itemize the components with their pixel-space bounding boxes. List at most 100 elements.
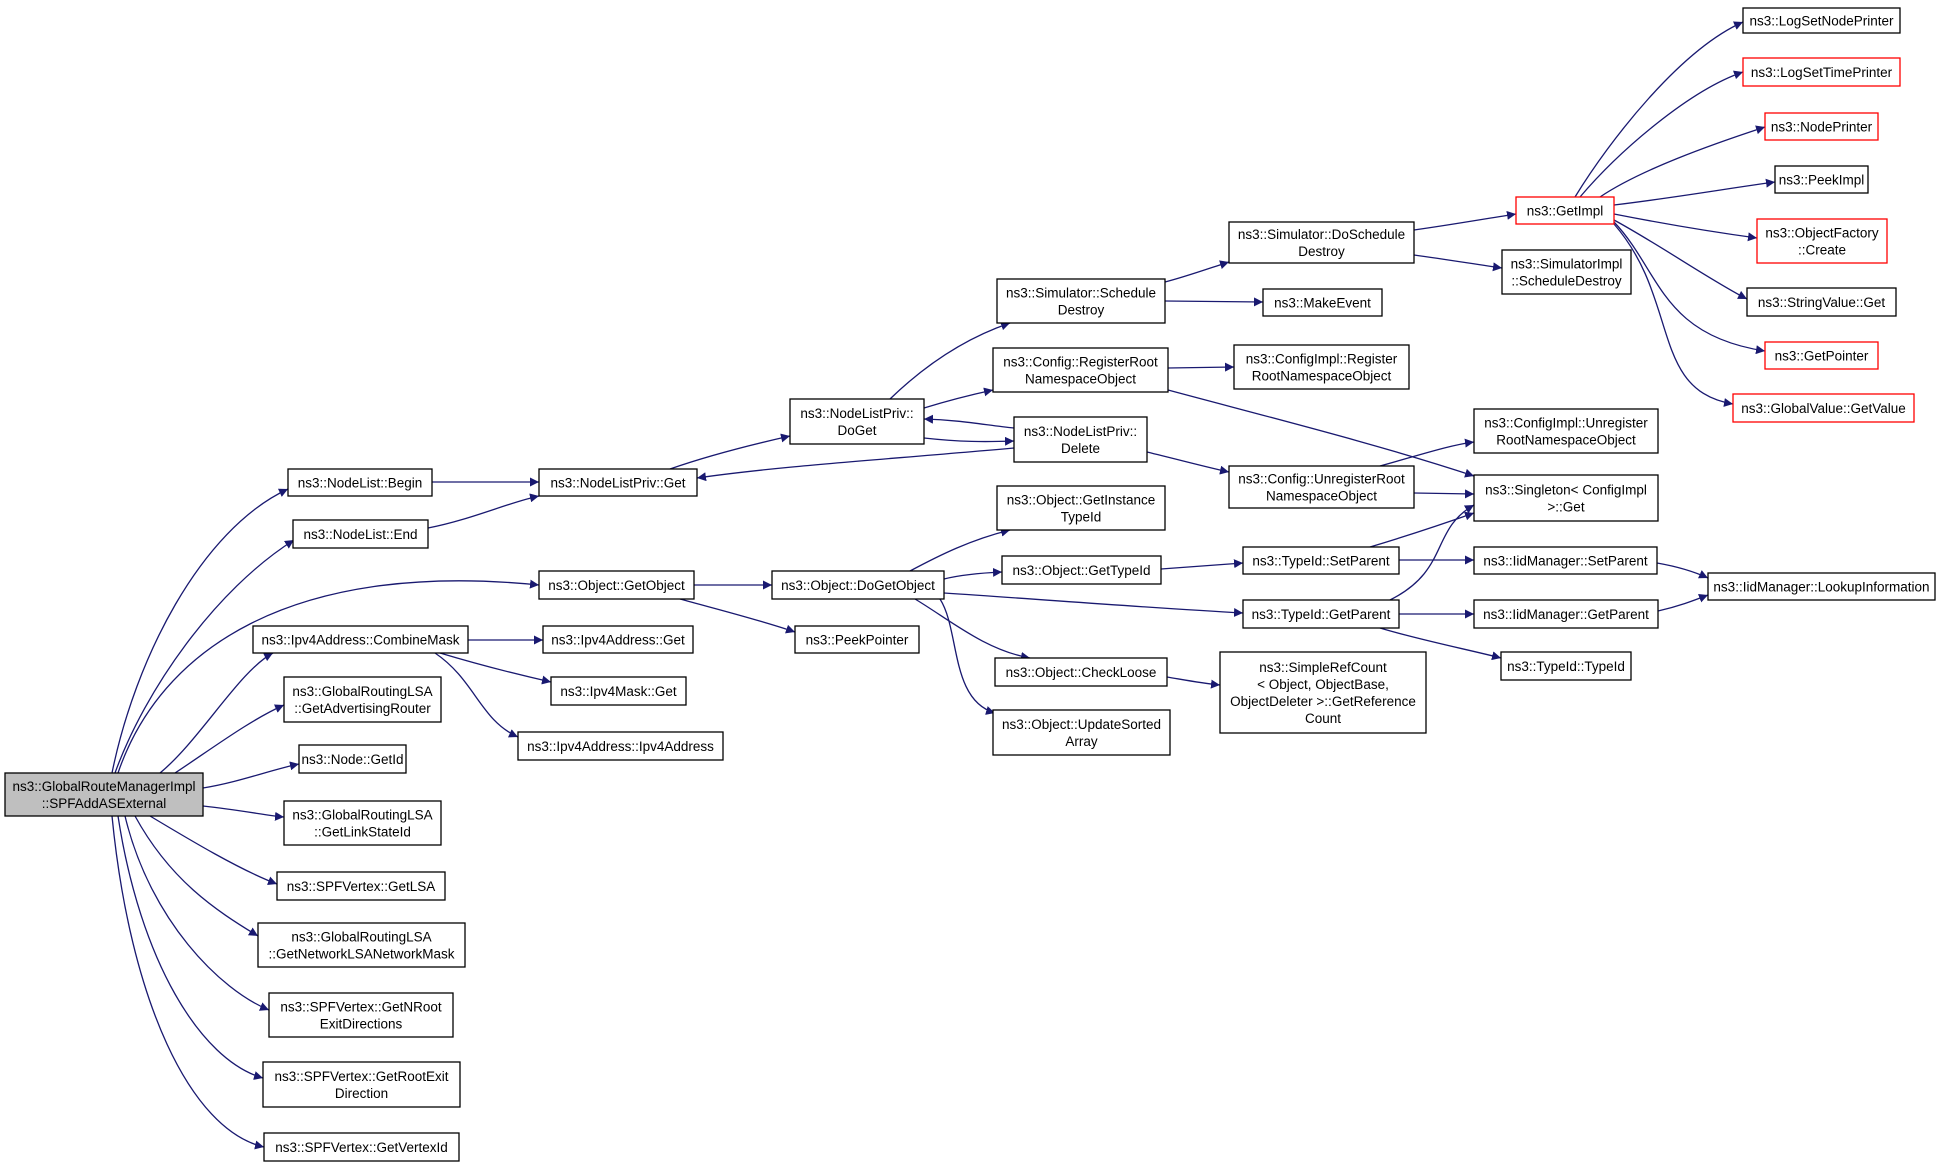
node-ipv4_combinemask[interactable]: ns3::Ipv4Address::CombineMask [252, 625, 469, 654]
node-label-line: ns3::IidManager::LookupInformation [1713, 580, 1929, 595]
node-nlp_get[interactable]: ns3::NodeListPriv::Get [538, 468, 698, 497]
node-label-line: ns3::Ipv4Address::Get [551, 633, 685, 648]
node-grlsa_netmask[interactable]: ns3::GlobalRoutingLSA::GetNetworkLSANetw… [257, 922, 466, 968]
node-typeid_setparent[interactable]: ns3::TypeId::SetParent [1242, 546, 1400, 575]
edge-root-to-grlsa_netmask [134, 815, 259, 937]
node-label-line: ns3::ObjectFactory [1765, 226, 1879, 241]
node-singleton_get[interactable]: ns3::Singleton< ConfigImpl >::Get [1473, 474, 1659, 522]
edge-cfg_register_root-to-cfgimpl_register [1167, 362, 1235, 372]
node-label-line: ns3::TypeId::TypeId [1507, 659, 1625, 674]
node-box [276, 871, 446, 901]
node-nodeprinter[interactable]: ns3::NodePrinter [1764, 112, 1879, 141]
node-box [1756, 218, 1888, 264]
edge-obj_dogetobject-to-obj_getinstance [909, 527, 1011, 572]
node-nlp_doget[interactable]: ns3::NodeListPriv::DoGet [789, 398, 925, 445]
node-label-line: ns3::StringValue::Get [1758, 295, 1886, 310]
node-label-line: ObjectDeleter >::GetReference [1230, 694, 1416, 709]
node-box [263, 1132, 460, 1162]
node-node_getid[interactable]: ns3::Node::GetId [298, 744, 407, 774]
node-typeid_getparent[interactable]: ns3::TypeId::GetParent [1242, 599, 1400, 629]
node-label-line: ExitDirections [320, 1017, 403, 1032]
edge-obj_checkloose-to-simplerefcount [1166, 676, 1221, 689]
node-makeevent[interactable]: ns3::MakeEvent [1262, 288, 1383, 317]
node-box [257, 922, 466, 968]
node-logsettimeprinter[interactable]: ns3::LogSetTimePrinter [1742, 57, 1901, 87]
node-ipv4mask_get[interactable]: ns3::Ipv4Mask::Get [550, 676, 687, 706]
node-box [1742, 57, 1901, 87]
node-label-line: ns3::SPFVertex::GetRootExit [274, 1069, 448, 1084]
node-label-line: Destroy [1058, 303, 1105, 318]
node-nl_begin[interactable]: ns3::NodeList::Begin [287, 468, 433, 497]
node-peekimpl[interactable]: ns3::PeekImpl [1774, 165, 1869, 194]
node-label-line: ns3::Object::CheckLoose [1006, 665, 1157, 680]
node-label-line: ns3::SPFVertex::GetNRoot [280, 1000, 442, 1015]
node-cfgimpl_register[interactable]: ns3::ConfigImpl::RegisterRootNamespaceOb… [1233, 344, 1410, 390]
node-simplerefcount[interactable]: ns3::SimpleRefCount< Object, ObjectBase,… [1219, 651, 1427, 734]
node-cfg_unregister[interactable]: ns3::Config::UnregisterRootNamespaceObje… [1228, 465, 1415, 509]
node-label-line: ns3::NodePrinter [1771, 120, 1873, 135]
node-logsetnodeprinter[interactable]: ns3::LogSetNodePrinter [1742, 7, 1901, 34]
edge-typeid_setparent-to-singleton_get [1369, 511, 1475, 548]
node-box [1473, 408, 1659, 454]
node-spf_getlsa[interactable]: ns3::SPFVertex::GetLSA [276, 871, 446, 901]
nodes-layer: ns3::GlobalRouteManagerImpl::SPFAddASExt… [4, 7, 1936, 1162]
node-globalvalue_getvalue[interactable]: ns3::GlobalValue::GetValue [1732, 393, 1915, 423]
node-label-line: < Object, ObjectBase, [1257, 677, 1389, 692]
edge-root-to-nl_begin [111, 488, 289, 774]
node-iidmgr_lookup[interactable]: ns3::IidManager::LookupInformation [1707, 572, 1936, 601]
node-iidmgr_getparent[interactable]: ns3::IidManager::GetParent [1473, 599, 1659, 629]
node-box [262, 1061, 461, 1108]
node-box [996, 485, 1166, 531]
node-grlsa_advrouter[interactable]: ns3::GlobalRoutingLSA::GetAdvertisingRou… [283, 676, 442, 723]
node-peekpointer[interactable]: ns3::PeekPointer [794, 625, 920, 654]
node-getimpl[interactable]: ns3::GetImpl [1515, 196, 1615, 225]
node-box [1501, 249, 1632, 295]
node-label-line: TypeId [1061, 510, 1102, 525]
node-box [1774, 165, 1869, 194]
node-box [1001, 555, 1162, 585]
node-stringvalue_get[interactable]: ns3::StringValue::Get [1746, 287, 1897, 317]
edge-root-to-node_getid [202, 761, 300, 789]
node-box [1500, 651, 1632, 681]
node-box [292, 519, 429, 549]
node-sim_schedule_destroy[interactable]: ns3::Simulator::ScheduleDestroy [996, 278, 1166, 324]
node-getpointer[interactable]: ns3::GetPointer [1764, 341, 1879, 370]
node-nlp_delete[interactable]: ns3::NodeListPriv::Delete [1013, 416, 1148, 463]
node-label-line: ns3::Object::DoGetObject [781, 578, 935, 593]
node-box [283, 800, 442, 846]
node-root[interactable]: ns3::GlobalRouteManagerImpl::SPFAddASExt… [4, 772, 204, 817]
edge-obj_dogetobject-to-obj_gettypeid [943, 567, 1003, 580]
node-label-line: ::GetAdvertisingRouter [294, 701, 431, 716]
node-iidmgr_setparent[interactable]: ns3::IidManager::SetParent [1473, 546, 1658, 575]
edge-getimpl-to-objfactory_create [1613, 213, 1758, 242]
node-objfactory_create[interactable]: ns3::ObjectFactory::Create [1756, 218, 1888, 264]
edge-obj_dogetobject-to-obj_updatesorted [939, 598, 996, 715]
node-obj_gettypeid[interactable]: ns3::Object::GetTypeId [1001, 555, 1162, 585]
node-ipv4addr_ctor[interactable]: ns3::Ipv4Address::Ipv4Address [517, 731, 724, 761]
node-cfgimpl_unregister[interactable]: ns3::ConfigImpl::UnregisterRootNamespace… [1473, 408, 1659, 454]
node-spf_vertexid[interactable]: ns3::SPFVertex::GetVertexId [263, 1132, 460, 1162]
edge-cfg_register_root-to-singleton_get [1167, 389, 1475, 478]
node-box [298, 744, 407, 774]
node-grlsa_linkstateid[interactable]: ns3::GlobalRoutingLSA::GetLinkStateId [283, 800, 442, 846]
node-typeid_typeid[interactable]: ns3::TypeId::TypeId [1500, 651, 1632, 681]
node-simimpl_scheduledestroy[interactable]: ns3::SimulatorImpl::ScheduleDestroy [1501, 249, 1632, 295]
node-obj_checkloose[interactable]: ns3::Object::CheckLoose [994, 657, 1168, 687]
node-box [287, 468, 433, 497]
node-label-line: ns3::ConfigImpl::Register [1246, 352, 1398, 367]
node-label-line: ::GetLinkStateId [314, 825, 411, 840]
node-label-line: ::Create [1798, 243, 1846, 258]
node-nl_end[interactable]: ns3::NodeList::End [292, 519, 429, 549]
node-ipv4addr_get[interactable]: ns3::Ipv4Address::Get [542, 625, 694, 654]
node-obj_getobject[interactable]: ns3::Object::GetObject [538, 570, 695, 600]
node-obj_dogetobject[interactable]: ns3::Object::DoGetObject [771, 570, 945, 600]
node-label-line: Count [1305, 711, 1341, 726]
node-label-line: ns3::SimpleRefCount [1259, 660, 1387, 675]
node-label-line: >::Get [1547, 500, 1584, 515]
